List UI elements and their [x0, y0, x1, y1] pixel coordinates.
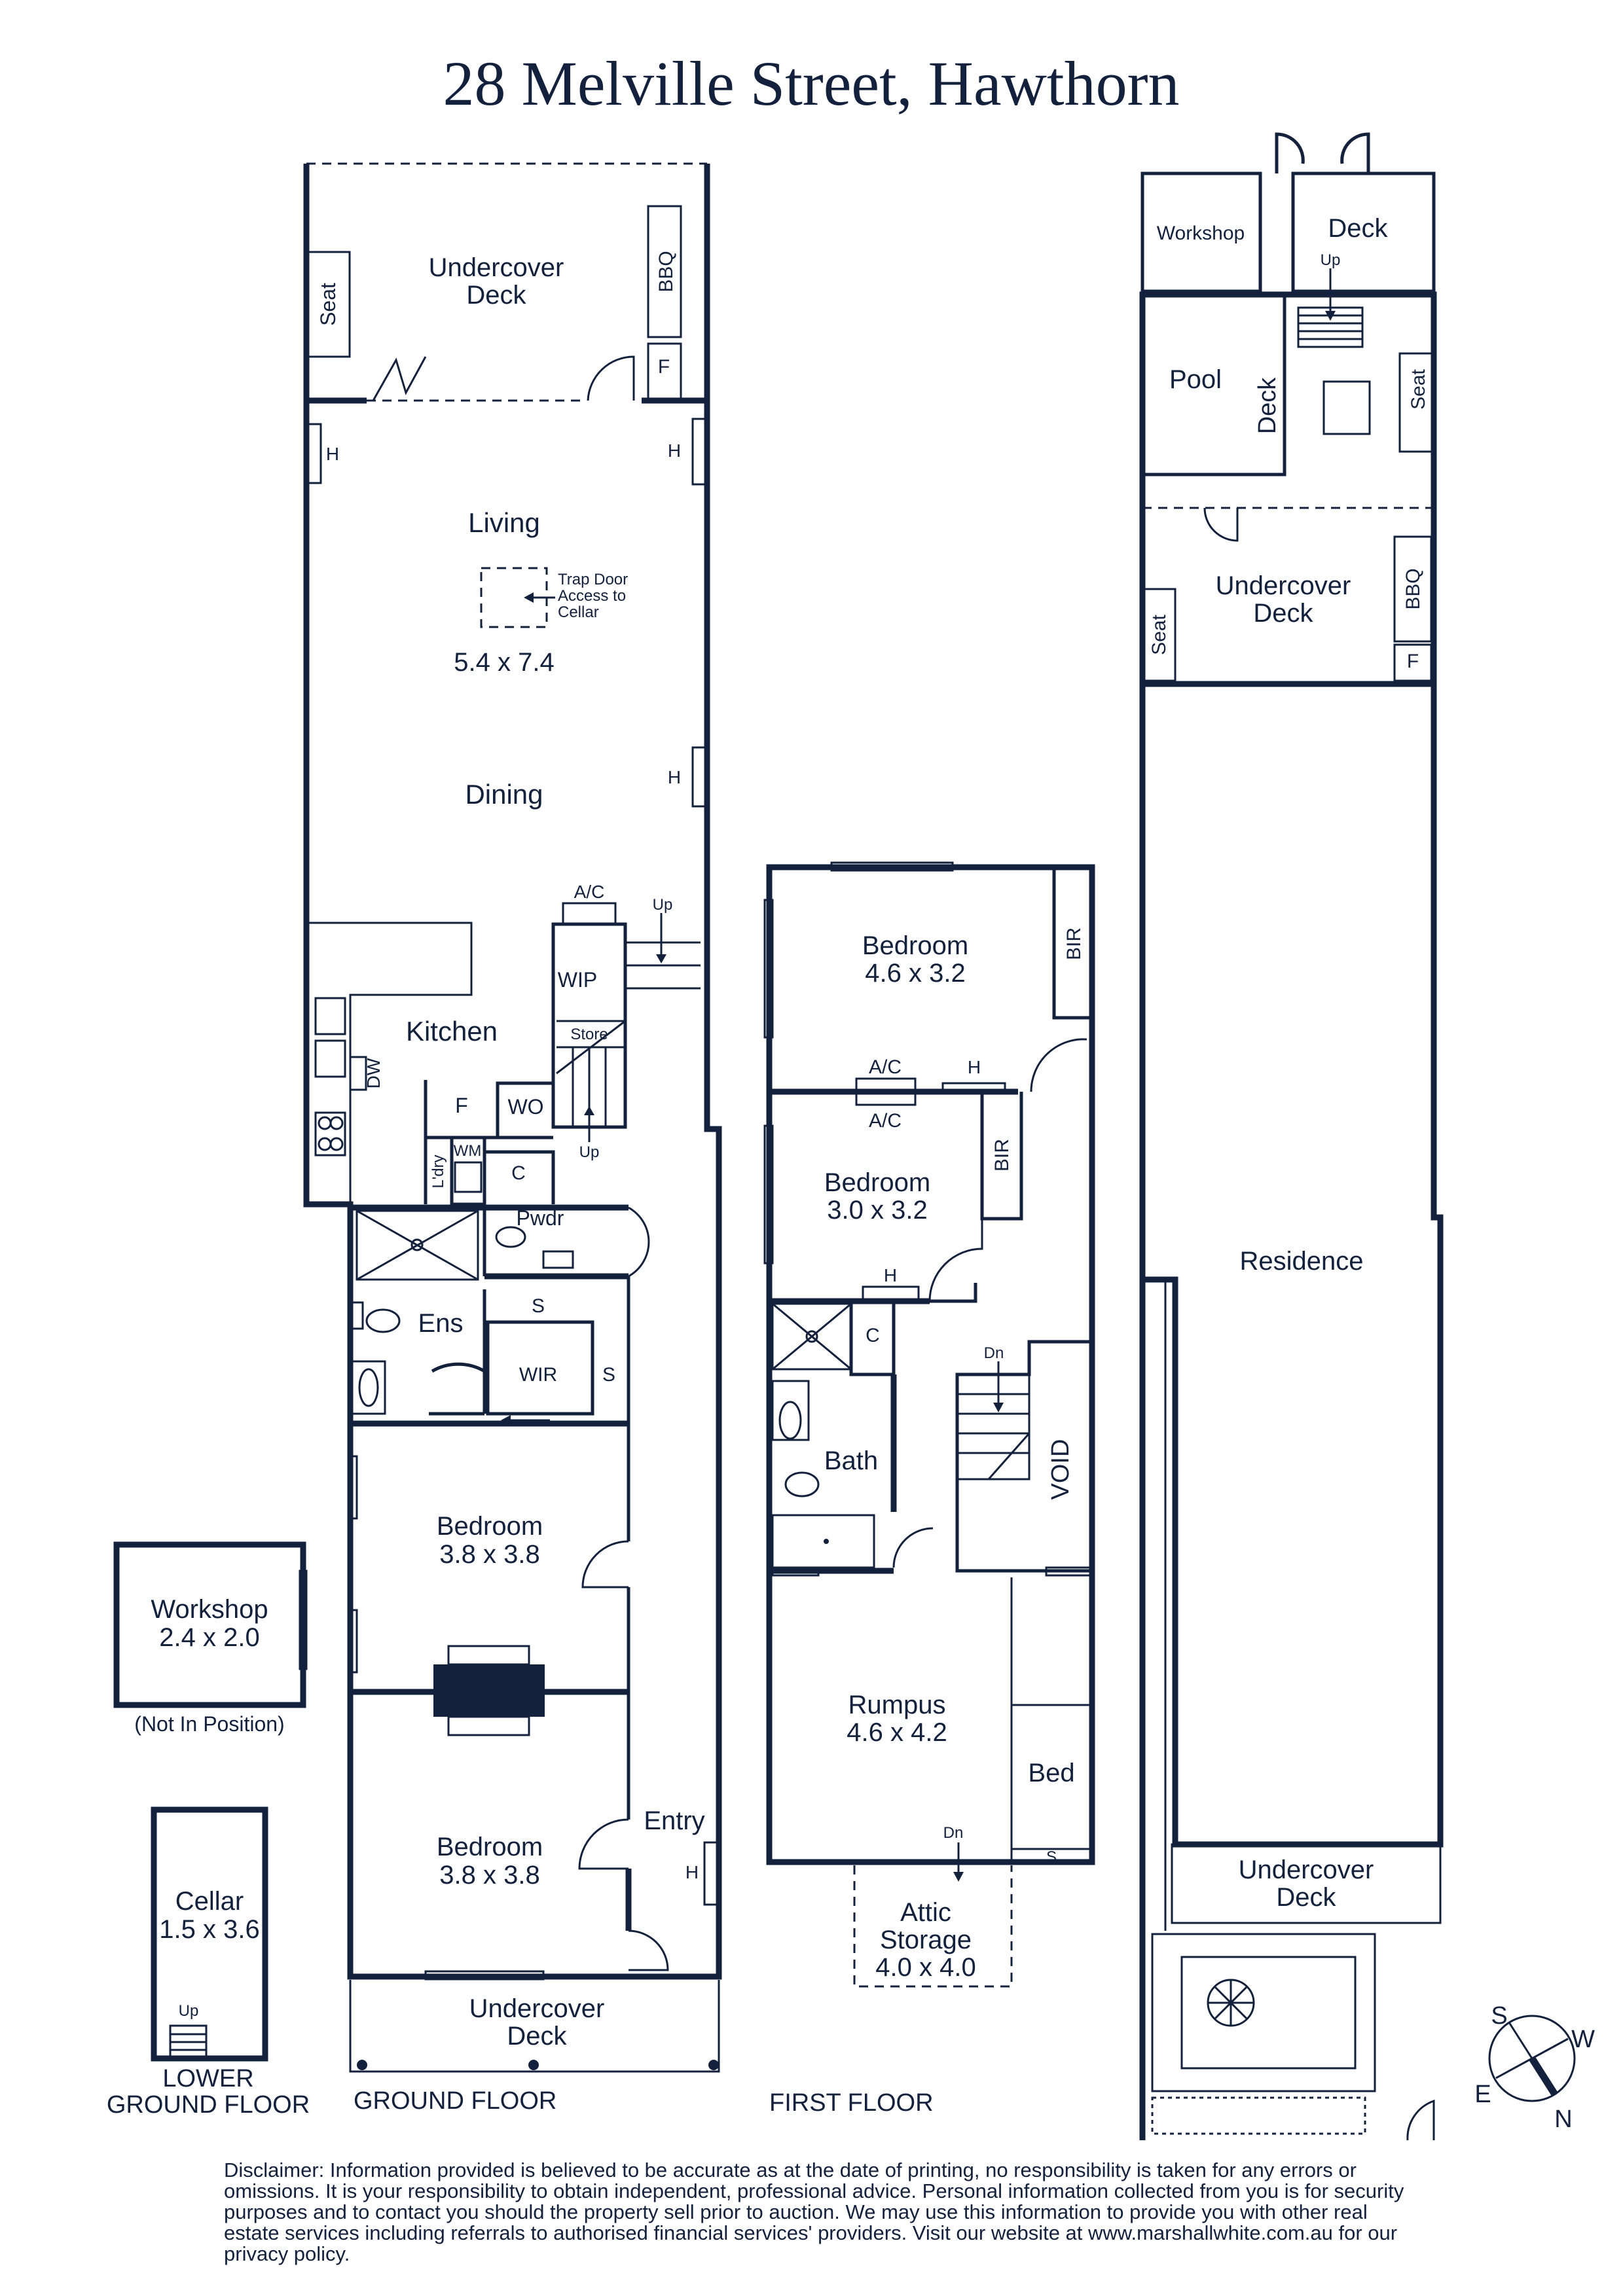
- ff-heater-label-1: H: [968, 1057, 981, 1077]
- fridge-label: F: [658, 356, 670, 378]
- wip-label: WIP: [558, 968, 597, 992]
- ff-bedroom-2-label: Bedroom: [824, 1168, 930, 1197]
- front-deck-label-2: Deck: [507, 2022, 567, 2051]
- stair-up-label: Up: [653, 896, 673, 914]
- workshop-dims: 2.4 x 2.0: [159, 1623, 259, 1652]
- shelf-label-2: S: [602, 1364, 615, 1386]
- ff-bedroom-1-dims: 4.6 x 3.2: [865, 959, 965, 988]
- compass-e: E: [1474, 2081, 1491, 2108]
- shelf-label-1: S: [532, 1295, 545, 1317]
- stair-up-label-2: Up: [579, 1143, 600, 1161]
- front-deck-label-1: Undercover: [469, 1994, 605, 2023]
- site-front-deck-label-1: Undercover: [1239, 1856, 1374, 1884]
- seat-label: Seat: [316, 283, 340, 326]
- trap-door-label-1: Trap Door: [558, 571, 628, 588]
- site-deck-label: Deck: [1328, 214, 1388, 243]
- ff-ac-label-1: A/C: [869, 1056, 902, 1078]
- site-residence-label: Residence: [1239, 1247, 1363, 1276]
- site-bbq-label: BBQ: [1402, 568, 1424, 609]
- site-workshop-label: Workshop: [1157, 223, 1245, 244]
- ac-label: A/C: [574, 882, 605, 902]
- ff-shelf-label: S: [1046, 1848, 1057, 1866]
- bbq-label: BBQ: [655, 251, 677, 292]
- ff-attic-down-label: Dn: [943, 1824, 964, 1842]
- wir-label: WIR: [519, 1364, 557, 1386]
- living-dims: 5.4 x 7.4: [454, 648, 554, 677]
- washing-machine-label: WM: [454, 1142, 482, 1160]
- attic-label-2: Storage: [880, 1926, 972, 1954]
- store-label: Store: [570, 1026, 608, 1043]
- cellar-up-label: Up: [179, 2002, 199, 2020]
- ff-heater-label-2: H: [884, 1265, 897, 1285]
- heater-label-4: H: [685, 1862, 699, 1882]
- site-fridge-label: F: [1407, 651, 1419, 672]
- attic-label-3: 4.0 x 4.0: [875, 1953, 976, 1982]
- compass-n: N: [1554, 2106, 1572, 2133]
- heater-label-2: H: [668, 440, 681, 461]
- cupboard-label: C: [511, 1162, 526, 1184]
- ground-floor-caption: GROUND FLOOR: [354, 2087, 556, 2115]
- bedroom-1-label: Bedroom: [437, 1512, 543, 1541]
- ff-cupboard-label: C: [866, 1325, 880, 1346]
- ff-bir-label-2: BIR: [991, 1139, 1013, 1172]
- lower-ground-caption-2: GROUND FLOOR: [107, 2091, 310, 2119]
- rear-deck-label-2: Deck: [466, 281, 526, 310]
- ground-floor-plan: Undercover Deck Seat BBQ F H H H Living …: [303, 162, 722, 2115]
- ff-stair-down-label: Dn: [984, 1344, 1004, 1362]
- bedroom-2-label: Bedroom: [437, 1833, 543, 1861]
- bedroom-1-dims: 3.8 x 3.8: [439, 1540, 539, 1569]
- ff-bedroom-2-dims: 3.0 x 3.2: [827, 1196, 927, 1225]
- heater-label-1: H: [326, 444, 339, 464]
- site-rear-deck-label-1: Undercover: [1216, 571, 1351, 600]
- wall-oven-label: WO: [507, 1095, 543, 1119]
- cellar-plan: Cellar 1.5 x 3.6 Up LOWER GROUND FLOOR: [107, 1806, 310, 2119]
- compass-w: W: [1571, 2026, 1595, 2053]
- lower-ground-caption-1: LOWER: [162, 2065, 253, 2092]
- site-seat-label-2: Seat: [1148, 614, 1170, 655]
- ff-bedroom-1-label: Bedroom: [862, 931, 968, 960]
- heater-label-3: H: [668, 767, 681, 787]
- attic-label-1: Attic: [900, 1898, 951, 1927]
- trap-door-label-3: Cellar: [558, 603, 599, 621]
- cellar-label: Cellar: [175, 1887, 244, 1916]
- workshop-note: (Not In Position): [134, 1712, 284, 1736]
- entry-label: Entry: [644, 1806, 704, 1835]
- ff-rumpus-label: Rumpus: [848, 1691, 946, 1719]
- ff-bed-label: Bed: [1028, 1759, 1074, 1787]
- disclaimer: Disclaimer: Information provided is beli…: [224, 2159, 1404, 2265]
- ff-ac-label-2: A/C: [869, 1110, 902, 1132]
- ff-void-label: VOID: [1047, 1439, 1074, 1500]
- site-rear-deck-label-2: Deck: [1253, 599, 1313, 628]
- ff-bath-label: Bath: [824, 1446, 878, 1475]
- dining-label: Dining: [465, 779, 543, 810]
- workshop-label: Workshop: [151, 1595, 268, 1624]
- compass-s: S: [1491, 2002, 1507, 2030]
- trap-door-label-2: Access to: [558, 587, 626, 605]
- rear-deck-label-1: Undercover: [429, 253, 564, 282]
- first-floor-plan: Bedroom 4.6 x 3.2 BIR A/C H A/C Bedroom …: [763, 861, 1095, 2117]
- ff-bir-label-1: BIR: [1063, 927, 1085, 960]
- site-pool-deck-label: Deck: [1254, 377, 1281, 435]
- dishwasher-label: DW: [363, 1058, 384, 1088]
- fridge-label-kitchen: F: [455, 1094, 468, 1117]
- site-front-deck-label-2: Deck: [1276, 1883, 1336, 1912]
- ff-rumpus-dims: 4.6 x 4.2: [847, 1718, 947, 1747]
- cellar-dims: 1.5 x 3.6: [159, 1915, 259, 1944]
- site-plan: Workshop Deck Up Pool Deck Seat Undercov…: [1139, 132, 1444, 2141]
- first-floor-caption: FIRST FLOOR: [769, 2089, 934, 2117]
- laundry-label: L'dry: [429, 1155, 447, 1188]
- living-label: Living: [468, 507, 540, 538]
- ensuite-label: Ens: [418, 1309, 464, 1338]
- site-up-label: Up: [1321, 251, 1341, 269]
- workshop-outbuilding: Workshop 2.4 x 2.0 (Not In Position): [113, 1541, 308, 1736]
- site-pool-label: Pool: [1169, 365, 1222, 394]
- site-seat-label: Seat: [1408, 368, 1429, 409]
- kitchen-label: Kitchen: [406, 1016, 498, 1047]
- page-title: 28 Melville Street, Hawthorn: [443, 48, 1179, 118]
- compass: S W E N: [1474, 2002, 1595, 2133]
- bedroom-2-dims: 3.8 x 3.8: [439, 1861, 539, 1890]
- powder-label: Pwdr: [517, 1206, 564, 1230]
